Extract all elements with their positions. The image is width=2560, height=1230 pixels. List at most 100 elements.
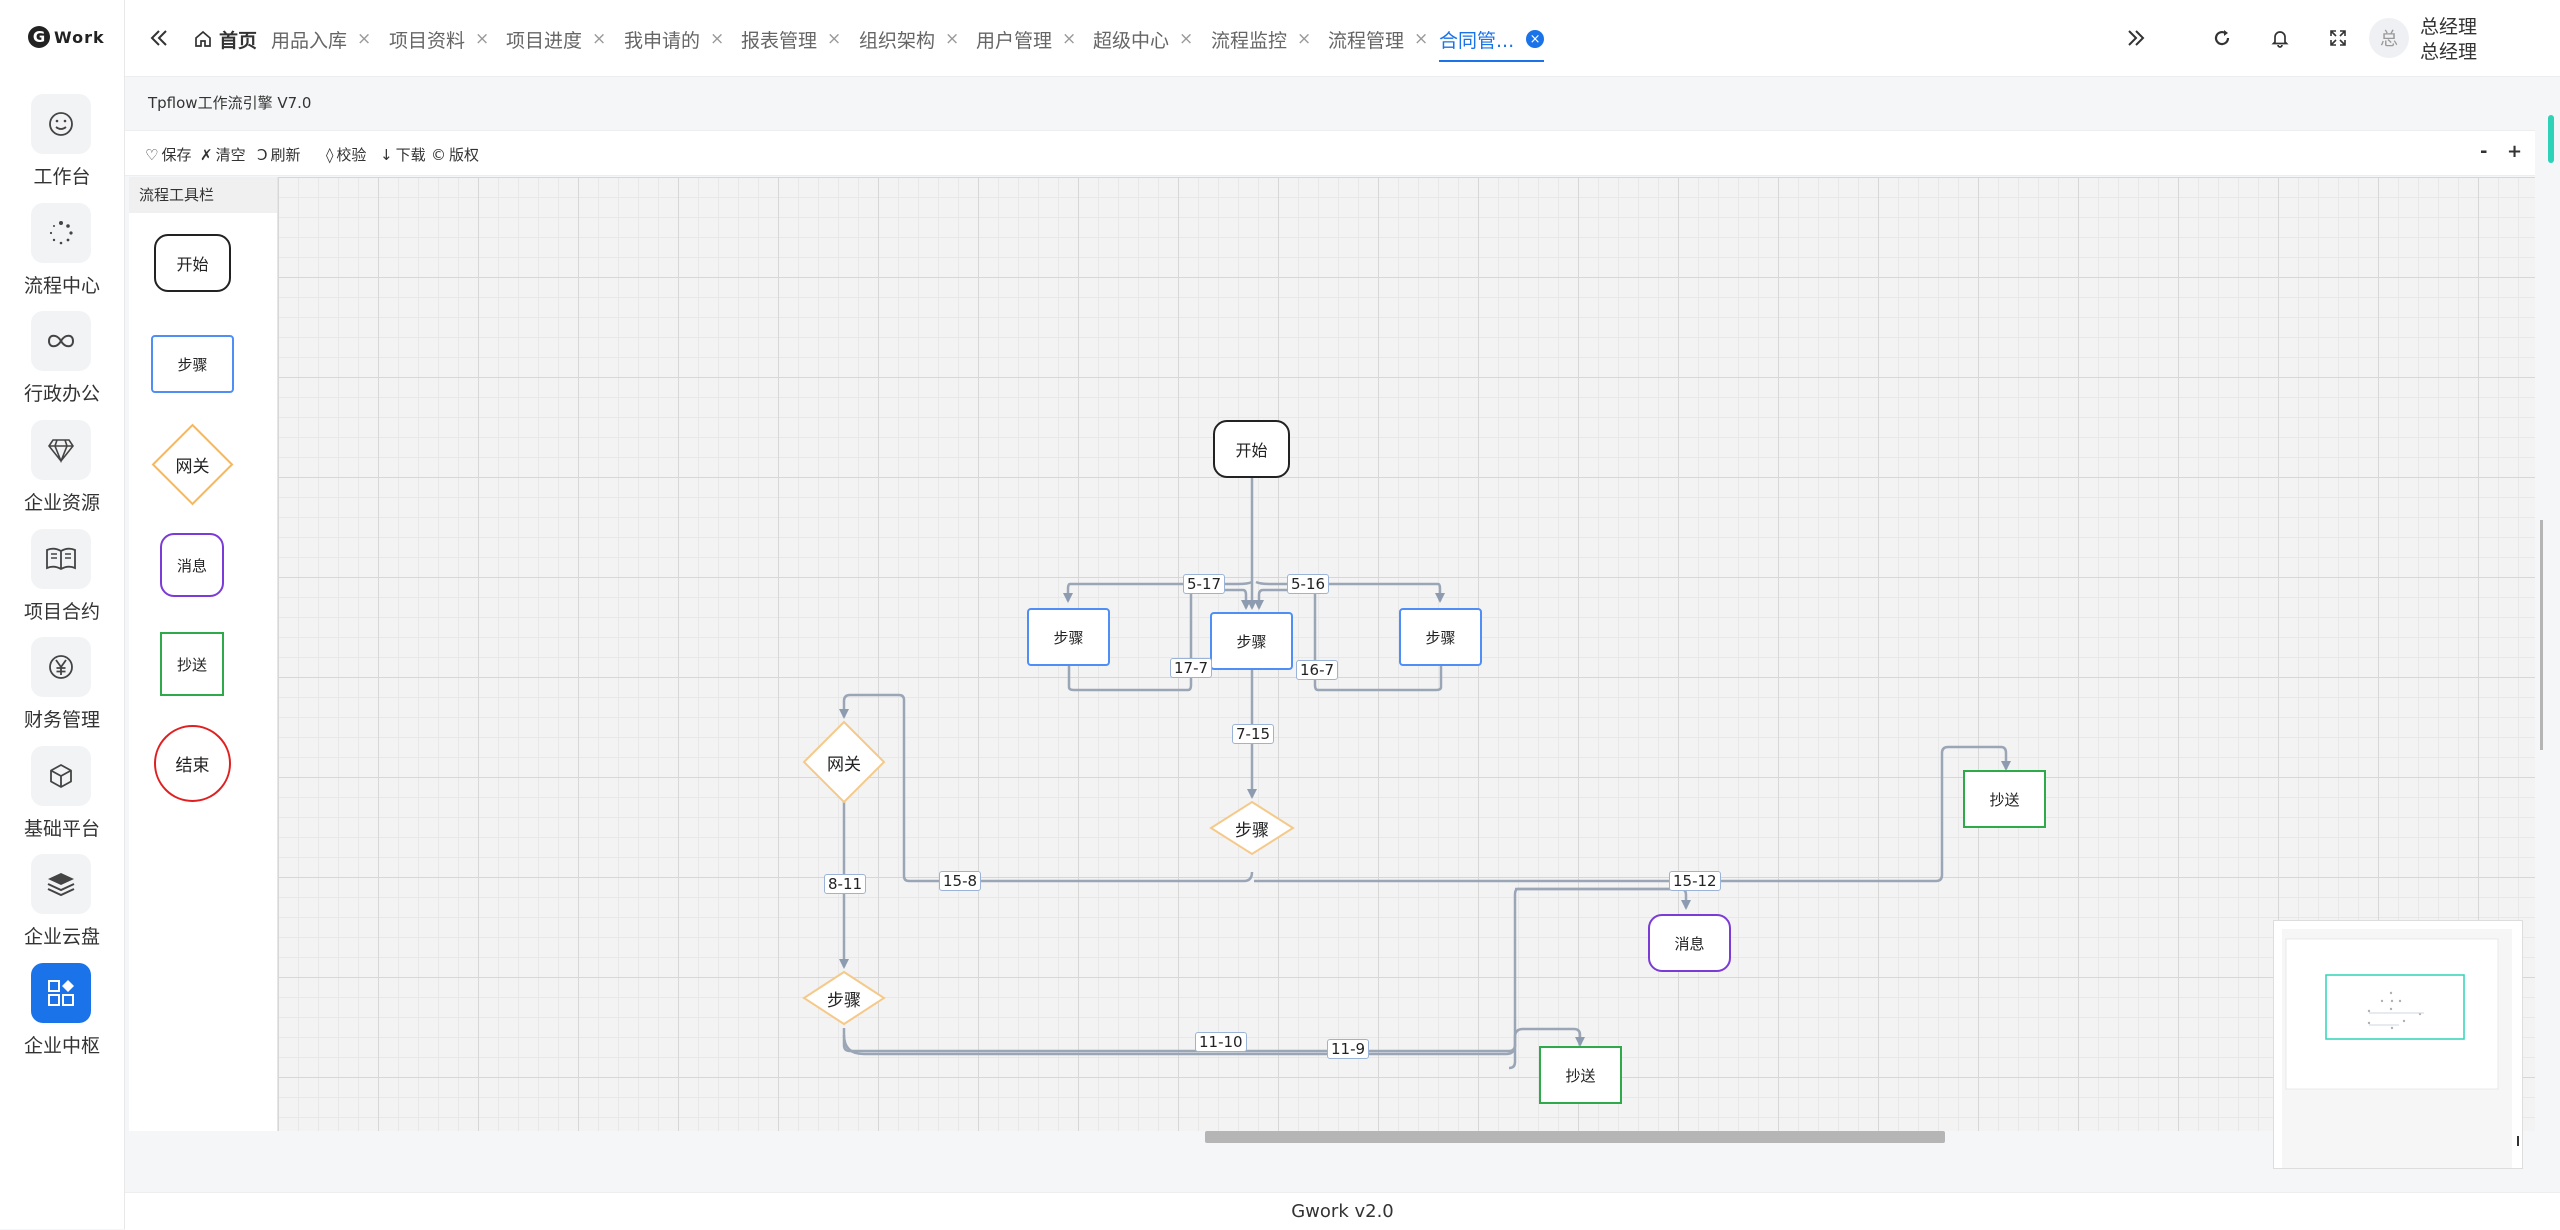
- sidebar-item-admin-office[interactable]: 行政办公: [0, 307, 124, 407]
- sidebar-item-finance[interactable]: 财务管理: [0, 633, 124, 733]
- tab-home[interactable]: 首页: [193, 24, 257, 54]
- tab-label: 报表管理: [741, 29, 818, 52]
- edge-label[interactable]: 11-10: [1195, 1032, 1247, 1052]
- tab-close-icon[interactable]: ×: [1297, 29, 1312, 49]
- collapse-sidebar-button[interactable]: [143, 22, 175, 54]
- node-gateway-center[interactable]: 步骤: [1209, 800, 1295, 856]
- sidebar-item-cloud-disk[interactable]: 企业云盘: [0, 850, 124, 950]
- sidebar-item-project-contract[interactable]: 项目合约: [0, 525, 124, 625]
- node-cc-bottom[interactable]: 抄送: [1539, 1046, 1622, 1104]
- yen-icon: [31, 637, 91, 697]
- node-step-right[interactable]: 步骤: [1399, 608, 1482, 666]
- tab-close-icon[interactable]: ×: [827, 29, 842, 49]
- sidebar-item-workbench[interactable]: 工作台: [0, 90, 124, 190]
- tab-org-structure[interactable]: 组织架构 ×: [859, 24, 959, 54]
- tab-close-icon[interactable]: ×: [357, 29, 372, 49]
- node-label: 网关: [827, 754, 861, 775]
- refresh-button[interactable]: [2206, 22, 2238, 54]
- tab-close-icon[interactable]: ×: [475, 29, 490, 49]
- node-label: 步骤: [177, 355, 208, 374]
- edge-label[interactable]: 8-11: [824, 874, 867, 894]
- palette-gateway-node[interactable]: 网关: [151, 423, 234, 506]
- tab-close-icon[interactable]: ×: [1062, 29, 1077, 49]
- scroll-tabs-right-button[interactable]: [2120, 22, 2152, 54]
- flow-canvas[interactable]: 开始 步骤 步骤 步骤 网关 步骤 步骤 抄送 消息 抄送 5-17 5-16 …: [278, 177, 2535, 1131]
- edge-label[interactable]: 17-7: [1170, 658, 1213, 678]
- copyright-button[interactable]: © 版权: [431, 144, 479, 165]
- edge-start-to-right-step: [1255, 580, 1445, 603]
- clear-button[interactable]: ✗ 清空: [200, 144, 246, 165]
- tab-flow-monitor[interactable]: 流程监控 ×: [1211, 24, 1311, 54]
- node-gateway-left[interactable]: 网关: [802, 720, 886, 804]
- tab-close-icon[interactable]: ×: [710, 29, 725, 49]
- palette-start-node[interactable]: 开始: [154, 234, 231, 292]
- palette-message-node[interactable]: 消息: [160, 533, 224, 597]
- tab-close-icon[interactable]: ×: [1414, 29, 1429, 49]
- app-logo[interactable]: G Work: [28, 24, 105, 50]
- tab-supplies-stock-in[interactable]: 用品入库 ×: [271, 24, 371, 54]
- notifications-button[interactable]: [2264, 22, 2296, 54]
- node-start[interactable]: 开始: [1213, 420, 1290, 478]
- gateway-diamond-shape: [802, 720, 886, 804]
- download-button[interactable]: ↓ 下载: [380, 144, 426, 165]
- smile-icon: [31, 94, 91, 154]
- tab-label: 组织架构: [859, 29, 936, 52]
- sidebar-item-label: 项目合约: [23, 601, 100, 623]
- tab-close-icon[interactable]: ×: [945, 29, 960, 49]
- edge-bottom-to-cc: [842, 1027, 1585, 1053]
- node-step-center[interactable]: 步骤: [1210, 612, 1293, 670]
- node-gateway-bottom[interactable]: 步骤: [802, 970, 886, 1026]
- tab-label: 我申请的: [624, 29, 701, 52]
- gateway-diamond-shape: [151, 423, 234, 506]
- palette-end-node[interactable]: 结束: [154, 725, 231, 802]
- sidebar-item-base-platform[interactable]: 基础平台: [0, 742, 124, 842]
- sidebar-item-flow-center[interactable]: 流程中心: [0, 199, 124, 299]
- tab-project-progress[interactable]: 项目进度 ×: [506, 24, 606, 54]
- palette-step-node[interactable]: 步骤: [151, 335, 234, 393]
- edge-label[interactable]: 7-15: [1232, 724, 1275, 744]
- tab-contract-management[interactable]: 合同管... ×: [1439, 24, 1545, 62]
- edge-gateway-to-message: [1508, 880, 1692, 1070]
- refresh-diagram-button[interactable]: Ↄ 刷新: [257, 144, 301, 165]
- edge-label[interactable]: 15-8: [939, 871, 982, 891]
- node-step-left[interactable]: 步骤: [1027, 608, 1110, 666]
- tool-label: 保存: [161, 146, 192, 164]
- save-button[interactable]: ♡ 保存: [145, 144, 191, 165]
- page-scroll-indicator[interactable]: [2548, 115, 2554, 163]
- tab-report-management[interactable]: 报表管理 ×: [741, 24, 841, 54]
- tab-close-icon[interactable]: ×: [1526, 30, 1545, 48]
- avatar[interactable]: 总: [2369, 18, 2409, 58]
- edge-label[interactable]: 11-9: [1327, 1039, 1370, 1059]
- tab-close-icon[interactable]: ×: [592, 29, 607, 49]
- palette-cc-node[interactable]: 抄送: [160, 632, 224, 696]
- node-cc-right[interactable]: 抄送: [1963, 770, 2046, 828]
- canvas-minimap[interactable]: [2273, 920, 2523, 1169]
- edge-label[interactable]: 16-7: [1296, 660, 1339, 680]
- gateway-diamond-shape: [1209, 800, 1295, 856]
- tab-super-center[interactable]: 超级中心 ×: [1093, 24, 1193, 54]
- tab-user-management[interactable]: 用户管理 ×: [976, 24, 1076, 54]
- canvas-horizontal-scrollbar[interactable]: [1205, 1131, 1945, 1143]
- tab-project-docs[interactable]: 项目资料 ×: [389, 24, 489, 54]
- zoom-out-button[interactable]: -: [2480, 141, 2488, 162]
- sidebar-item-label: 工作台: [33, 166, 91, 188]
- fullscreen-button[interactable]: [2322, 22, 2354, 54]
- edge-label[interactable]: 5-16: [1287, 574, 1330, 594]
- zoom-in-button[interactable]: +: [2507, 141, 2523, 162]
- tab-my-requests[interactable]: 我申请的 ×: [624, 24, 724, 54]
- bell-icon: [2271, 31, 2289, 48]
- sidebar-item-enterprise-hub[interactable]: 企业中枢: [0, 959, 124, 1059]
- node-label: 网关: [175, 457, 210, 477]
- flow-toolbox: 流程工具栏 开始 步骤 网关 消息 抄送 结束: [129, 177, 278, 1131]
- tab-close-icon[interactable]: ×: [1179, 29, 1194, 49]
- user-name[interactable]: 总经理: [2420, 16, 2478, 38]
- tab-flow-management[interactable]: 流程管理 ×: [1328, 24, 1428, 54]
- tab-label: 流程监控: [1211, 29, 1288, 52]
- node-message[interactable]: 消息: [1648, 914, 1731, 972]
- canvas-vertical-scrollbar[interactable]: [2540, 520, 2543, 750]
- validate-button[interactable]: ◊ 校验: [326, 144, 366, 165]
- edge-label[interactable]: 15-12: [1669, 871, 1721, 891]
- edge-label[interactable]: 5-17: [1183, 574, 1226, 594]
- book-icon: [31, 529, 91, 589]
- sidebar-item-enterprise-resources[interactable]: 企业资源: [0, 416, 124, 516]
